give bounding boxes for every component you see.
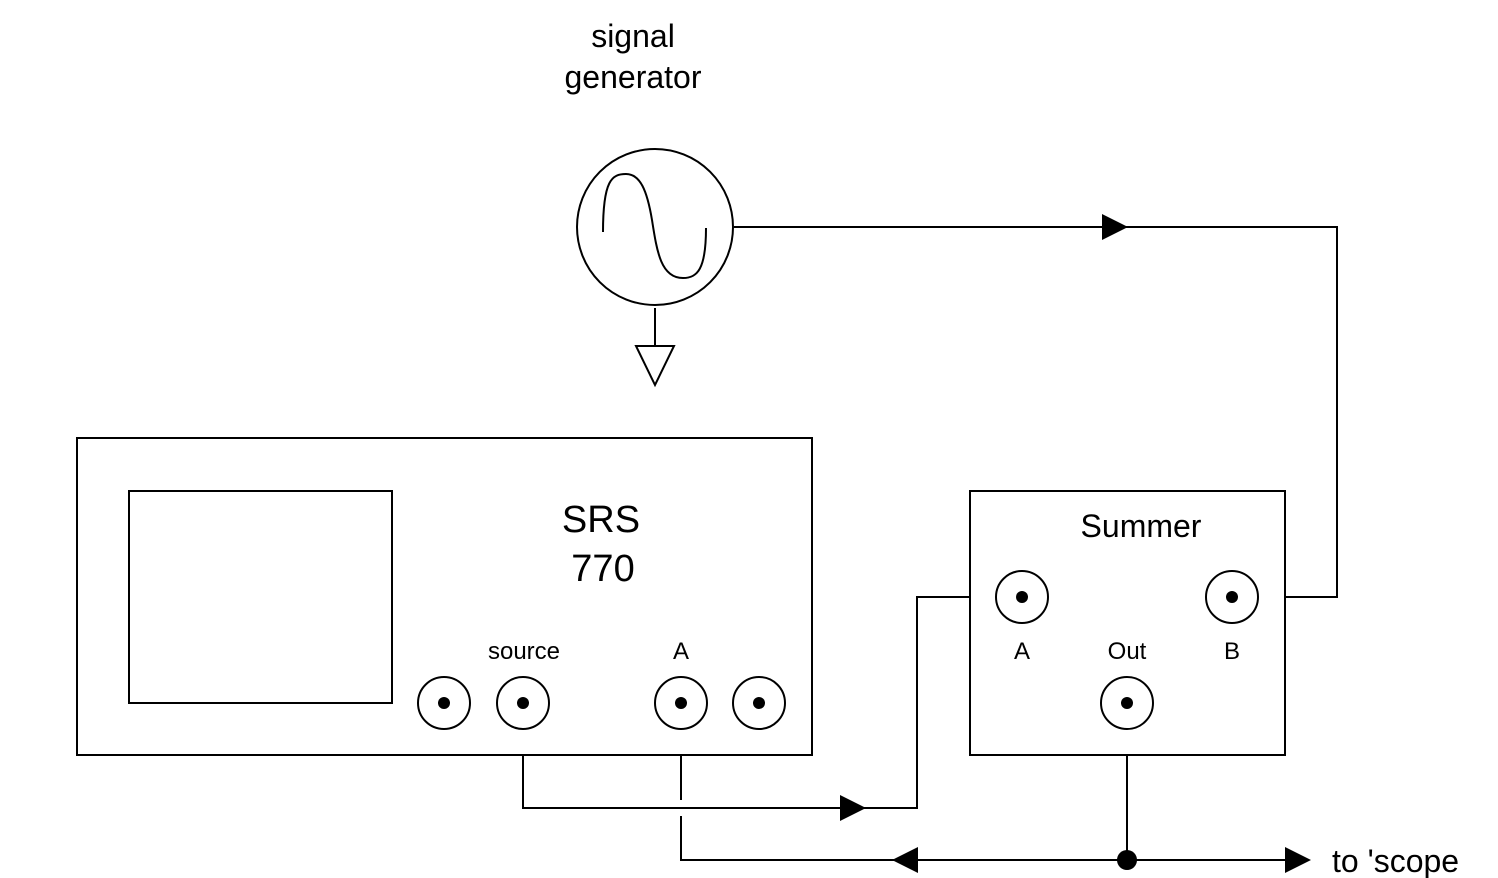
bnc-connector-icon — [654, 676, 708, 730]
source-to-summer-a-wire — [522, 596, 1005, 809]
ground-icon — [634, 345, 676, 388]
labels: signal generator SRS 770 source A Summer… — [488, 18, 1459, 878]
bnc-connector-icon — [1100, 676, 1154, 730]
arrowhead-icon — [1102, 214, 1128, 240]
srs-label-line-1: SRS — [562, 499, 640, 541]
srs-a-label: A — [673, 638, 689, 665]
srs-770 — [76, 437, 813, 756]
summer-out-label: Out — [1108, 638, 1147, 665]
summer-a-label: A — [1014, 638, 1030, 665]
bnc-connector-icon — [417, 676, 471, 730]
arrowhead-icon — [1285, 847, 1311, 873]
gen-to-summer-b-wire — [734, 226, 1338, 598]
summer — [969, 490, 1286, 756]
bnc-connector-icon — [1205, 570, 1259, 624]
bnc-connector-icon — [732, 676, 786, 730]
arrowhead-icon — [840, 795, 866, 821]
sine-wave-icon — [602, 172, 707, 280]
signal-generator — [576, 148, 734, 306]
summer-b-label: B — [1224, 638, 1240, 665]
signal-generator-label-line-2: generator — [565, 59, 702, 95]
bnc-connector-icon — [496, 676, 550, 730]
srs-source-label: source — [488, 638, 560, 665]
arrowhead-icon — [892, 847, 918, 873]
to-scope-label: to 'scope — [1332, 843, 1459, 878]
summer-title: Summer — [1081, 508, 1202, 544]
junction-dot-icon — [1117, 850, 1137, 870]
srs-770-screen — [128, 490, 393, 704]
arrows — [840, 214, 1311, 873]
srs-label-line-2: 770 — [571, 548, 634, 590]
signal-generator-label-line-1: signal — [591, 18, 675, 54]
bnc-connector-icon — [995, 570, 1049, 624]
ac-source-icon — [576, 148, 734, 306]
srs-a-wire-lower — [680, 816, 1298, 861]
